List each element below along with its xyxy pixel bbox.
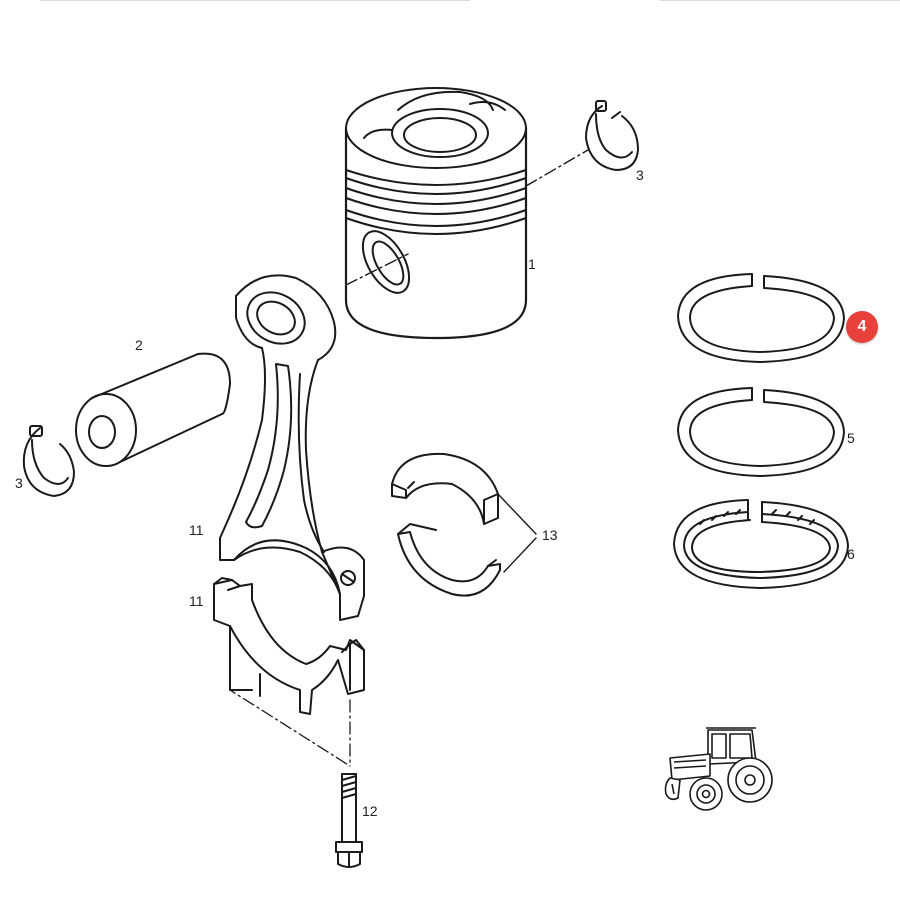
tractor-icon <box>660 722 776 814</box>
callout-piston-pin: 2 <box>135 337 143 353</box>
bearing-shells <box>392 454 536 596</box>
snap-ring-right <box>586 101 638 170</box>
connecting-rod <box>220 275 364 620</box>
callout-rod-cap: 11 <box>189 593 204 609</box>
piston-pin <box>76 354 230 466</box>
rod-cap <box>214 578 364 766</box>
callout-piston: 1 <box>528 256 536 272</box>
frame-top-line-right <box>660 0 900 1</box>
callout-connecting-rod: 11 <box>189 522 204 538</box>
frame-top-line-left <box>40 0 470 1</box>
piston-ring-middle <box>678 388 844 476</box>
snap-ring-left <box>24 426 74 496</box>
piston-ring-top <box>678 274 844 362</box>
callout-snap-ring-left: 3 <box>15 475 23 491</box>
piston-ring-oil <box>674 500 848 588</box>
callout-piston-ring-top-highlighted[interactable]: 4 <box>846 311 878 343</box>
callout-bearing-shells: 13 <box>542 527 558 543</box>
bolt <box>336 774 362 867</box>
callout-bolt: 12 <box>362 803 378 819</box>
callout-snap-ring-right: 3 <box>636 167 644 183</box>
callout-piston-ring-oil: 6 <box>847 546 855 562</box>
callout-piston-ring-middle: 5 <box>847 430 855 446</box>
piston <box>346 88 588 338</box>
